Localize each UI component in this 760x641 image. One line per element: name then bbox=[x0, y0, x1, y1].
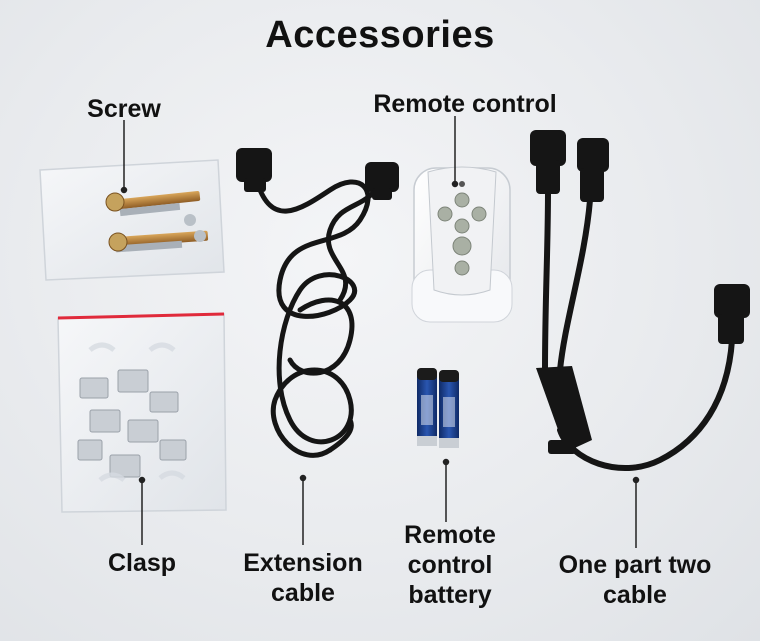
splitter-label-line2: cable bbox=[603, 581, 667, 609]
extension-cable-label: Extension cable bbox=[228, 548, 378, 608]
remote-control-battery-label: Remote control battery bbox=[385, 520, 515, 610]
label-pointers bbox=[120, 116, 640, 548]
extension-cable bbox=[253, 175, 383, 458]
splitter-connectors bbox=[530, 130, 750, 454]
battery-label-line1: Remote bbox=[404, 521, 496, 549]
clasps bbox=[77, 369, 187, 478]
extension-cable-label-line2: cable bbox=[271, 579, 335, 607]
extension-cable-label-line1: Extension bbox=[243, 549, 363, 577]
battery-label-line3: battery bbox=[408, 581, 492, 609]
clasp-label: Clasp bbox=[107, 549, 177, 577]
battery-label-line2: control bbox=[407, 551, 493, 579]
extension-cable-connectors bbox=[236, 148, 399, 200]
screw-label: Screw bbox=[87, 95, 161, 123]
splitter-cable bbox=[542, 187, 735, 471]
one-part-two-cable-label: One part two cable bbox=[540, 550, 730, 610]
remote-buttons bbox=[437, 192, 487, 276]
splitter-label-line1: One part two bbox=[558, 551, 712, 579]
screws bbox=[105, 190, 209, 253]
screw-bag bbox=[39, 159, 225, 281]
remote-control-label: Remote control bbox=[373, 90, 557, 118]
clasp-bag bbox=[57, 312, 227, 513]
remote-control bbox=[411, 166, 513, 323]
batteries bbox=[417, 368, 459, 448]
page-title: Accessories bbox=[265, 14, 495, 56]
